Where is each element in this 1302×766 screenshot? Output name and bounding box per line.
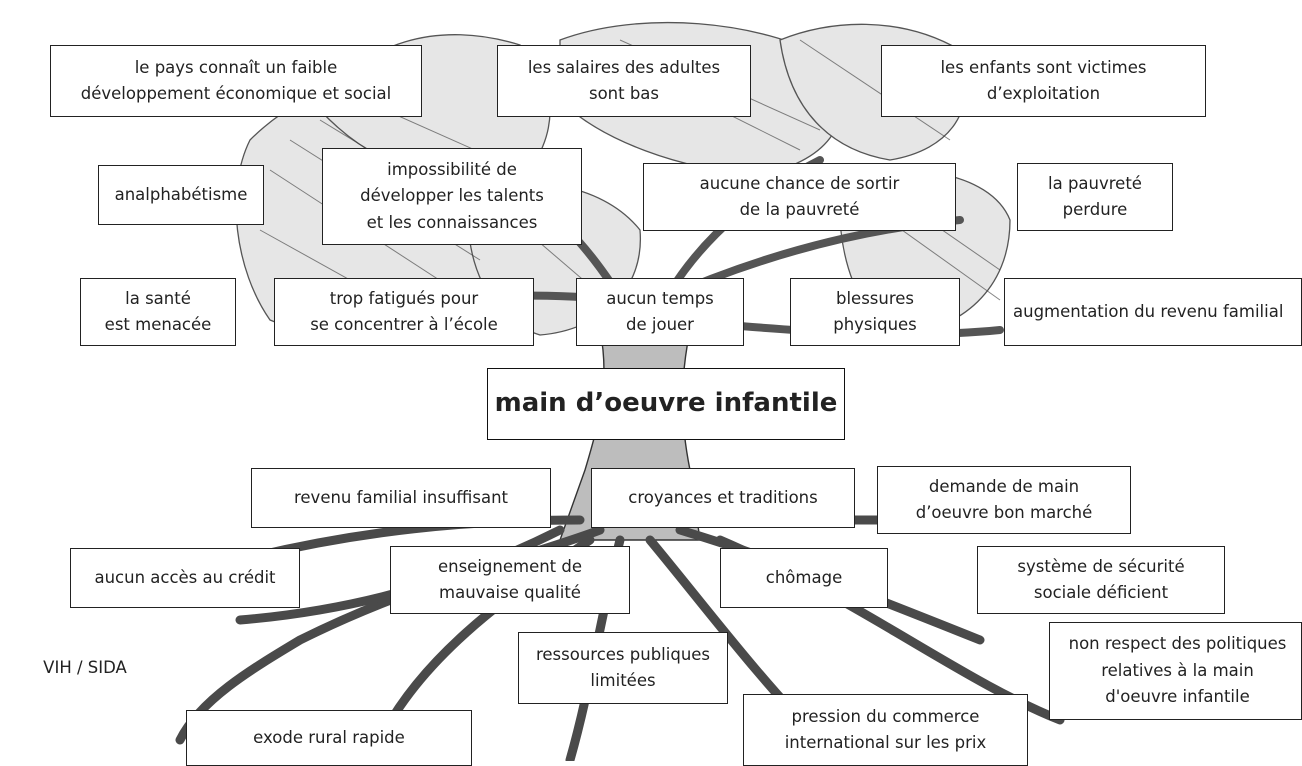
effect-physical-injuries: blessures physiques [790, 278, 960, 346]
center-topic: main d’oeuvre infantile [487, 368, 845, 440]
effect-poverty-persists: la pauvreté perdure [1017, 163, 1173, 231]
effect-too-tired-school: trop fatigués pour se concentrer à l’éco… [274, 278, 534, 346]
cause-limited-public-resources: ressources publiques limitées [518, 632, 728, 704]
effect-exploitation: les enfants sont victimes d’exploitation [881, 45, 1206, 117]
cause-unemployment: chômage [720, 548, 888, 608]
effect-no-talent-development: impossibilité de développer les talents … [322, 148, 582, 245]
cause-weak-social-security: système de sécurité sociale déficient [977, 546, 1225, 614]
effect-low-adult-wages: les salaires des adultes sont bas [497, 45, 751, 117]
effect-health-threatened: la santé est menacée [80, 278, 236, 346]
effect-no-time-play: aucun temps de jouer [576, 278, 744, 346]
cause-no-credit-access: aucun accès au crédit [70, 548, 300, 608]
cause-cheap-labor-demand: demande de main d’oeuvre bon marché [877, 466, 1131, 534]
cause-hiv-aids: VIH / SIDA [10, 638, 160, 698]
cause-beliefs-traditions: croyances et traditions [591, 468, 855, 528]
cause-rural-exodus: exode rural rapide [186, 710, 472, 766]
cause-policy-non-respect: non respect des politiques relatives à l… [1049, 622, 1302, 720]
cause-insufficient-family-income: revenu familial insuffisant [251, 468, 551, 528]
effect-illiteracy: analphabétisme [98, 165, 264, 225]
cause-poor-education: enseignement de mauvaise qualité [390, 546, 630, 614]
cause-trade-price-pressure: pression du commerce international sur l… [743, 694, 1028, 766]
effect-no-exit-poverty: aucune chance de sortir de la pauvreté [643, 163, 956, 231]
effect-weak-development: le pays connaît un faible développement … [50, 45, 422, 117]
effect-family-income-increase: augmentation du revenu familial [1004, 278, 1302, 346]
